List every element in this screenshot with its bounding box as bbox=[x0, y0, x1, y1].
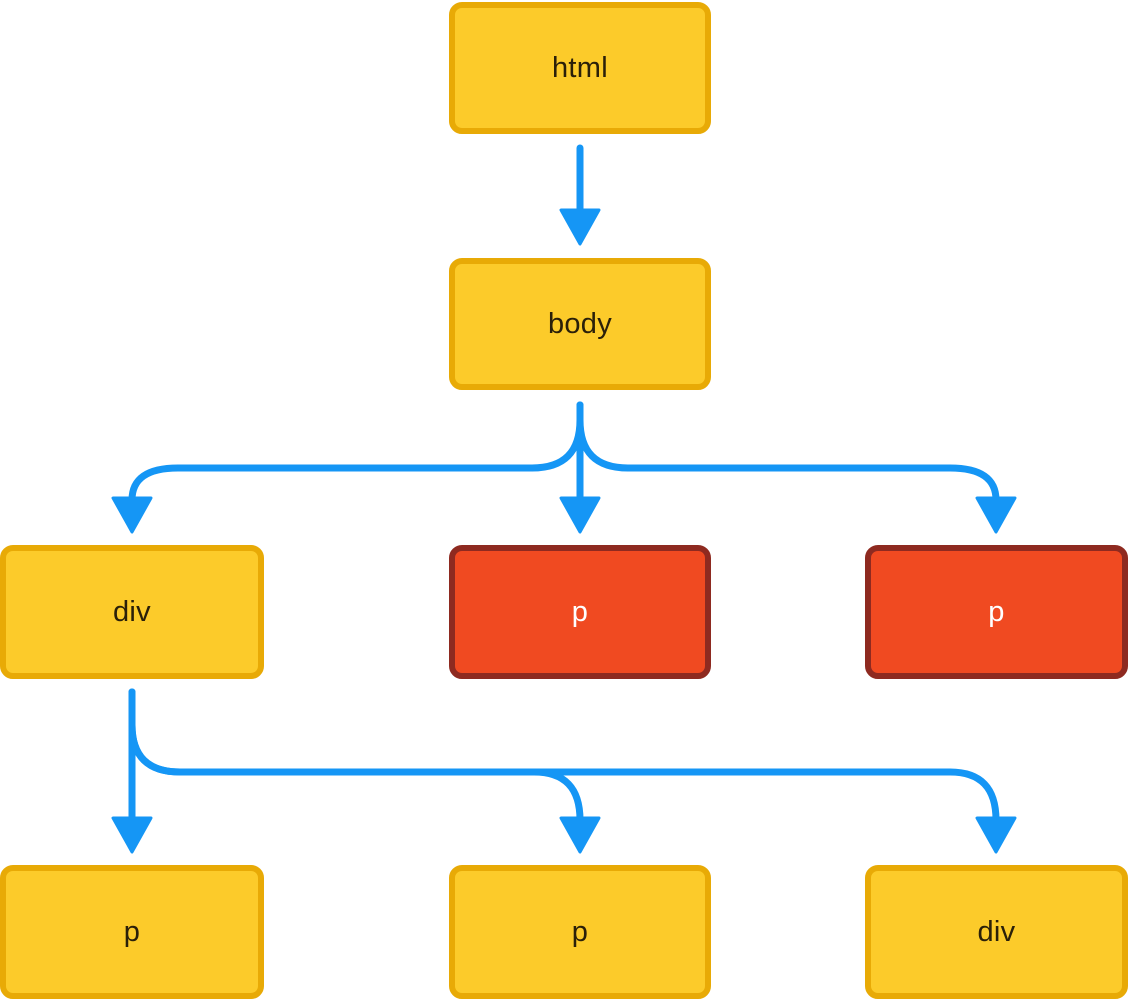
arrowhead-div-right-lower bbox=[975, 816, 1017, 854]
node-label: body bbox=[547, 307, 613, 340]
arrowhead-p-right bbox=[975, 496, 1017, 534]
arrowhead-div bbox=[111, 496, 153, 534]
node-label: p bbox=[571, 595, 589, 628]
node-p-highlighted: p bbox=[865, 545, 1128, 679]
node-html: html bbox=[449, 2, 711, 134]
edge-body-div bbox=[128, 401, 584, 504]
edge-div-div-right bbox=[128, 688, 1000, 824]
node-label: p bbox=[571, 915, 589, 948]
node-label: p bbox=[123, 915, 141, 948]
node-p-highlighted: p bbox=[449, 545, 711, 679]
edge-div-p-center bbox=[128, 688, 584, 824]
node-div: div bbox=[865, 865, 1128, 999]
node-body: body bbox=[449, 258, 711, 390]
arrowhead-p-center bbox=[559, 496, 601, 534]
node-p: p bbox=[449, 865, 711, 999]
node-p: p bbox=[0, 865, 264, 999]
arrowhead-p-left-lower bbox=[111, 816, 153, 854]
edge-body-p-right bbox=[576, 401, 1000, 504]
node-label: div bbox=[977, 915, 1016, 948]
node-div: div bbox=[0, 545, 264, 679]
node-label: div bbox=[113, 595, 151, 628]
node-label: html bbox=[552, 51, 608, 84]
node-label: p bbox=[988, 595, 1005, 628]
arrowhead-body bbox=[559, 208, 601, 246]
arrowhead-p-center-lower bbox=[559, 816, 601, 854]
